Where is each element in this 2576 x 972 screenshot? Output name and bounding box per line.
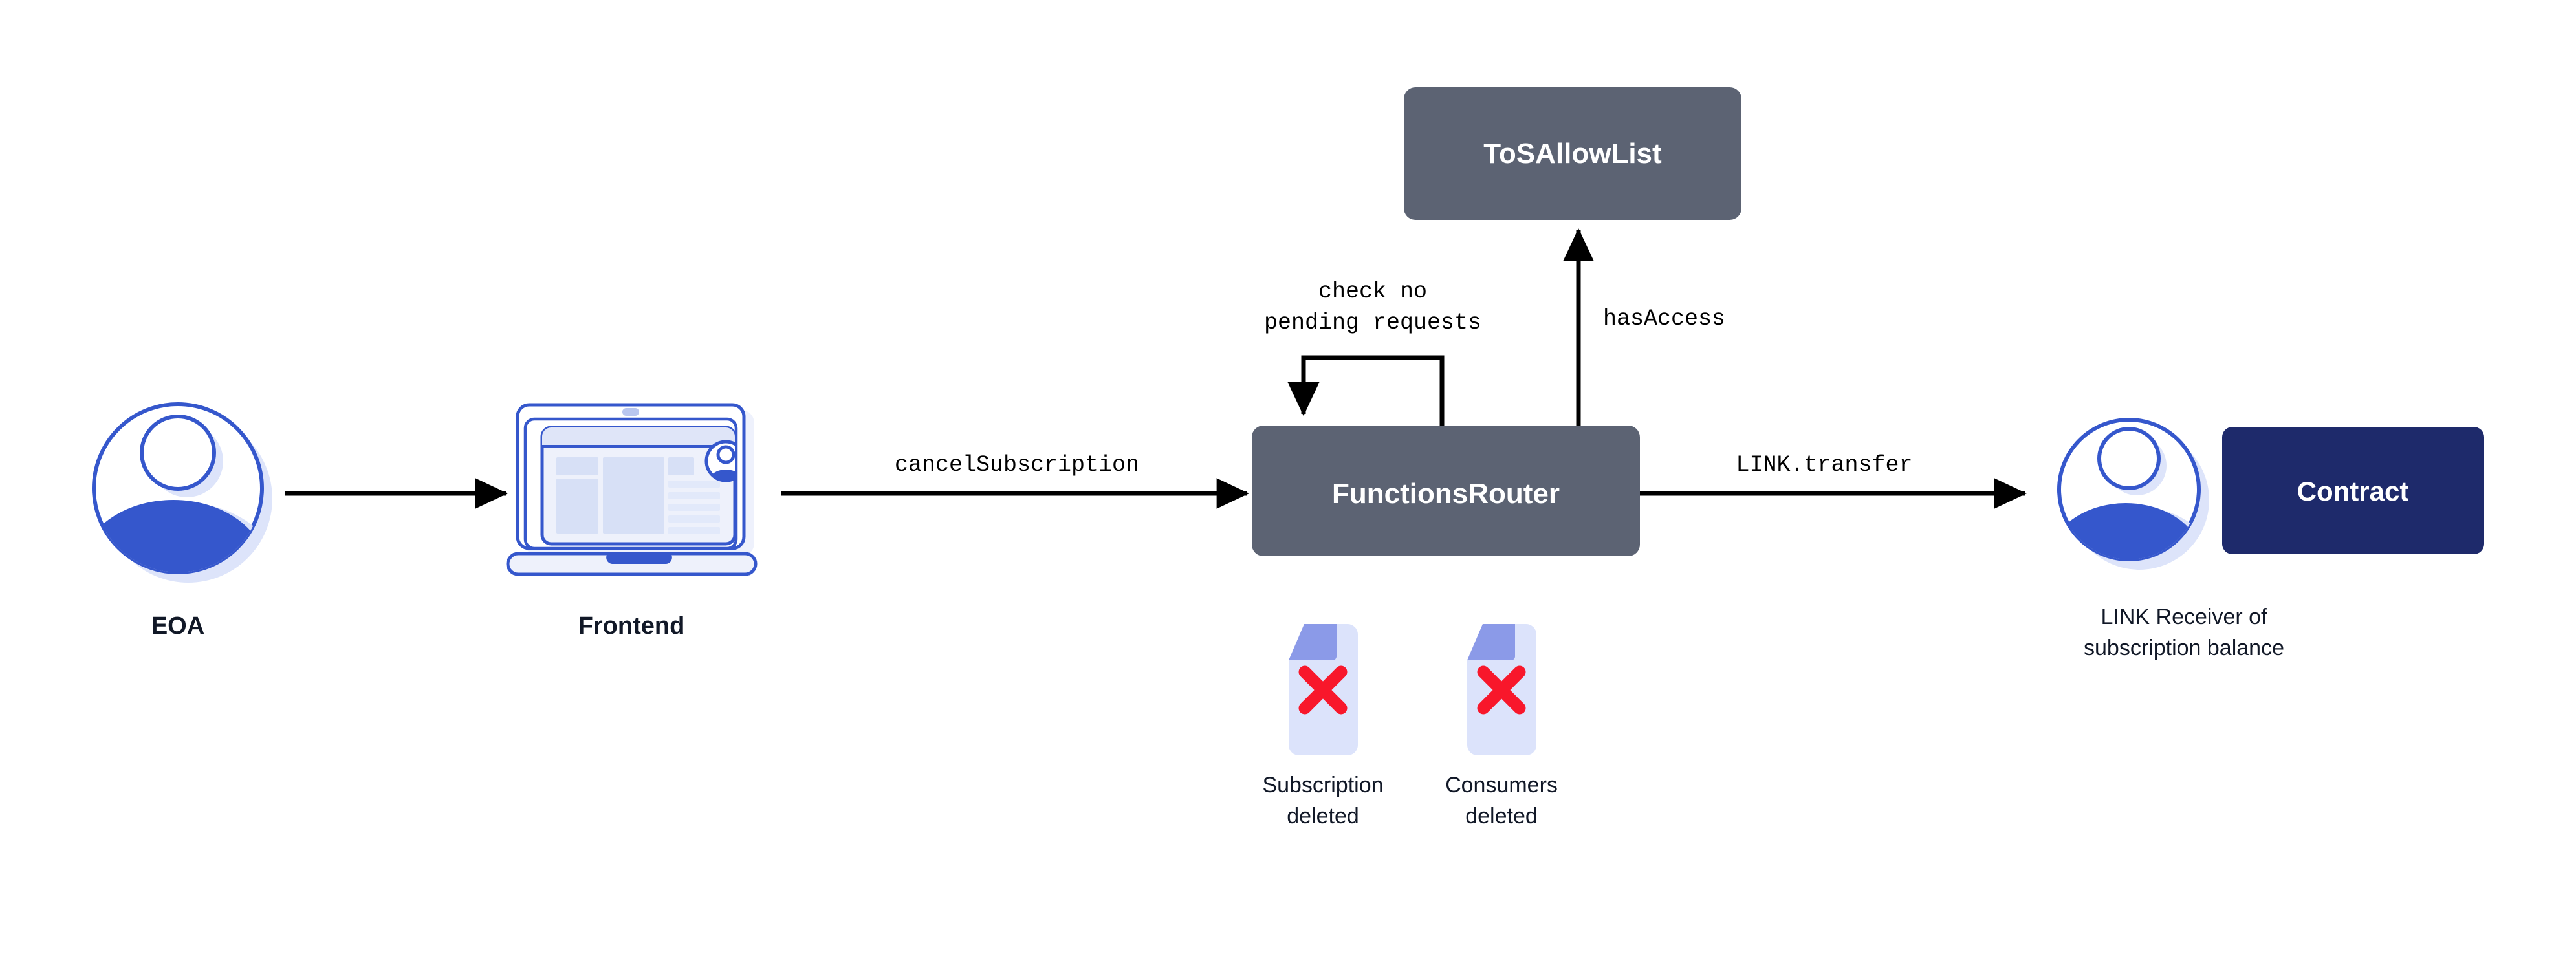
eoa-label: EOA — [151, 612, 204, 640]
tos-allow-list-node[interactable]: ToSAllowList — [1404, 87, 1741, 220]
subscription-deleted-node: Subscription deleted — [1262, 624, 1384, 828]
screen-line-5 — [668, 527, 720, 534]
laptop-trackpad-notch — [606, 555, 672, 565]
contract-box[interactable] — [2222, 427, 2484, 554]
has-access-label: hasAccess — [1603, 306, 1725, 332]
edge-frontend-to-router: cancelSubscription — [781, 452, 1250, 509]
laptop-screen-content — [542, 427, 735, 534]
tos-allow-list-label: ToSAllowList — [1483, 138, 1662, 169]
edge-router-self-loop: check no pending requests — [1264, 279, 1481, 426]
consumers-document-fold — [1467, 624, 1515, 660]
check-no-label: check no — [1318, 279, 1427, 305]
screen-line-4 — [668, 515, 720, 523]
link-receiver-caption-line2: subscription balance — [2084, 636, 2284, 660]
screen-block-right-top — [668, 457, 694, 475]
receiver-avatar-figure — [2059, 427, 2199, 559]
frontend-label: Frontend — [578, 612, 685, 640]
subscription-document-fold — [1289, 624, 1337, 660]
edge-router-to-tos: hasAccess — [1563, 228, 1725, 426]
subscription-red-x-icon — [1298, 665, 1348, 715]
consumers-deleted-caption-line2: deleted — [1465, 804, 1538, 828]
contract-node[interactable]: Contract — [2222, 427, 2484, 554]
functions-router-label: FunctionsRouter — [1332, 478, 1560, 510]
receiver-head-icon — [2097, 427, 2161, 490]
link-receiver-caption-line1: LINK Receiver of — [2101, 605, 2268, 629]
link-receiver-node: LINK Receiver of subscription balance — [2057, 418, 2284, 660]
consumers-deleted-node: Consumers deleted — [1445, 624, 1558, 828]
screen-block-center — [603, 457, 664, 534]
screen-line-3 — [668, 504, 720, 511]
contract-label: Contract — [2297, 476, 2409, 506]
laptop-camera-icon — [622, 408, 639, 416]
cancel-subscription-label: cancelSubscription — [895, 452, 1139, 478]
subscription-deleted-caption-line2: deleted — [1287, 804, 1359, 828]
consumers-red-x-icon — [1477, 665, 1526, 715]
check-pending-requests-arrow — [1287, 355, 1445, 426]
eoa-avatar-figure — [94, 415, 262, 572]
screen-line-1 — [668, 481, 720, 488]
edge-router-to-receiver: LINK.transfer — [1640, 452, 2027, 509]
screen-block-left-top — [556, 457, 598, 475]
eoa-head-icon — [140, 415, 216, 491]
link-transfer-label: LINK.transfer — [1736, 452, 1912, 478]
functions-router-node[interactable]: FunctionsRouter — [1252, 426, 1640, 556]
functions-router-box[interactable] — [1252, 426, 1640, 556]
receiver-body-icon — [2059, 503, 2199, 559]
tos-allow-list-box[interactable] — [1404, 87, 1741, 220]
frontend-node: Frontend — [506, 403, 758, 640]
eoa-body-icon — [94, 500, 262, 572]
eoa-node: EOA — [92, 402, 272, 640]
screen-avatar-head — [716, 445, 735, 464]
screen-user-avatar-figure — [708, 445, 735, 481]
screen-titlebar — [542, 427, 735, 446]
subscription-deleted-caption-line1: Subscription — [1262, 773, 1383, 797]
screen-block-left-bottom — [556, 479, 598, 534]
pending-requests-label: pending requests — [1264, 310, 1481, 336]
consumers-deleted-caption-line1: Consumers — [1445, 773, 1558, 797]
screen-avatar-body — [708, 470, 735, 481]
screen-line-2 — [668, 492, 720, 499]
